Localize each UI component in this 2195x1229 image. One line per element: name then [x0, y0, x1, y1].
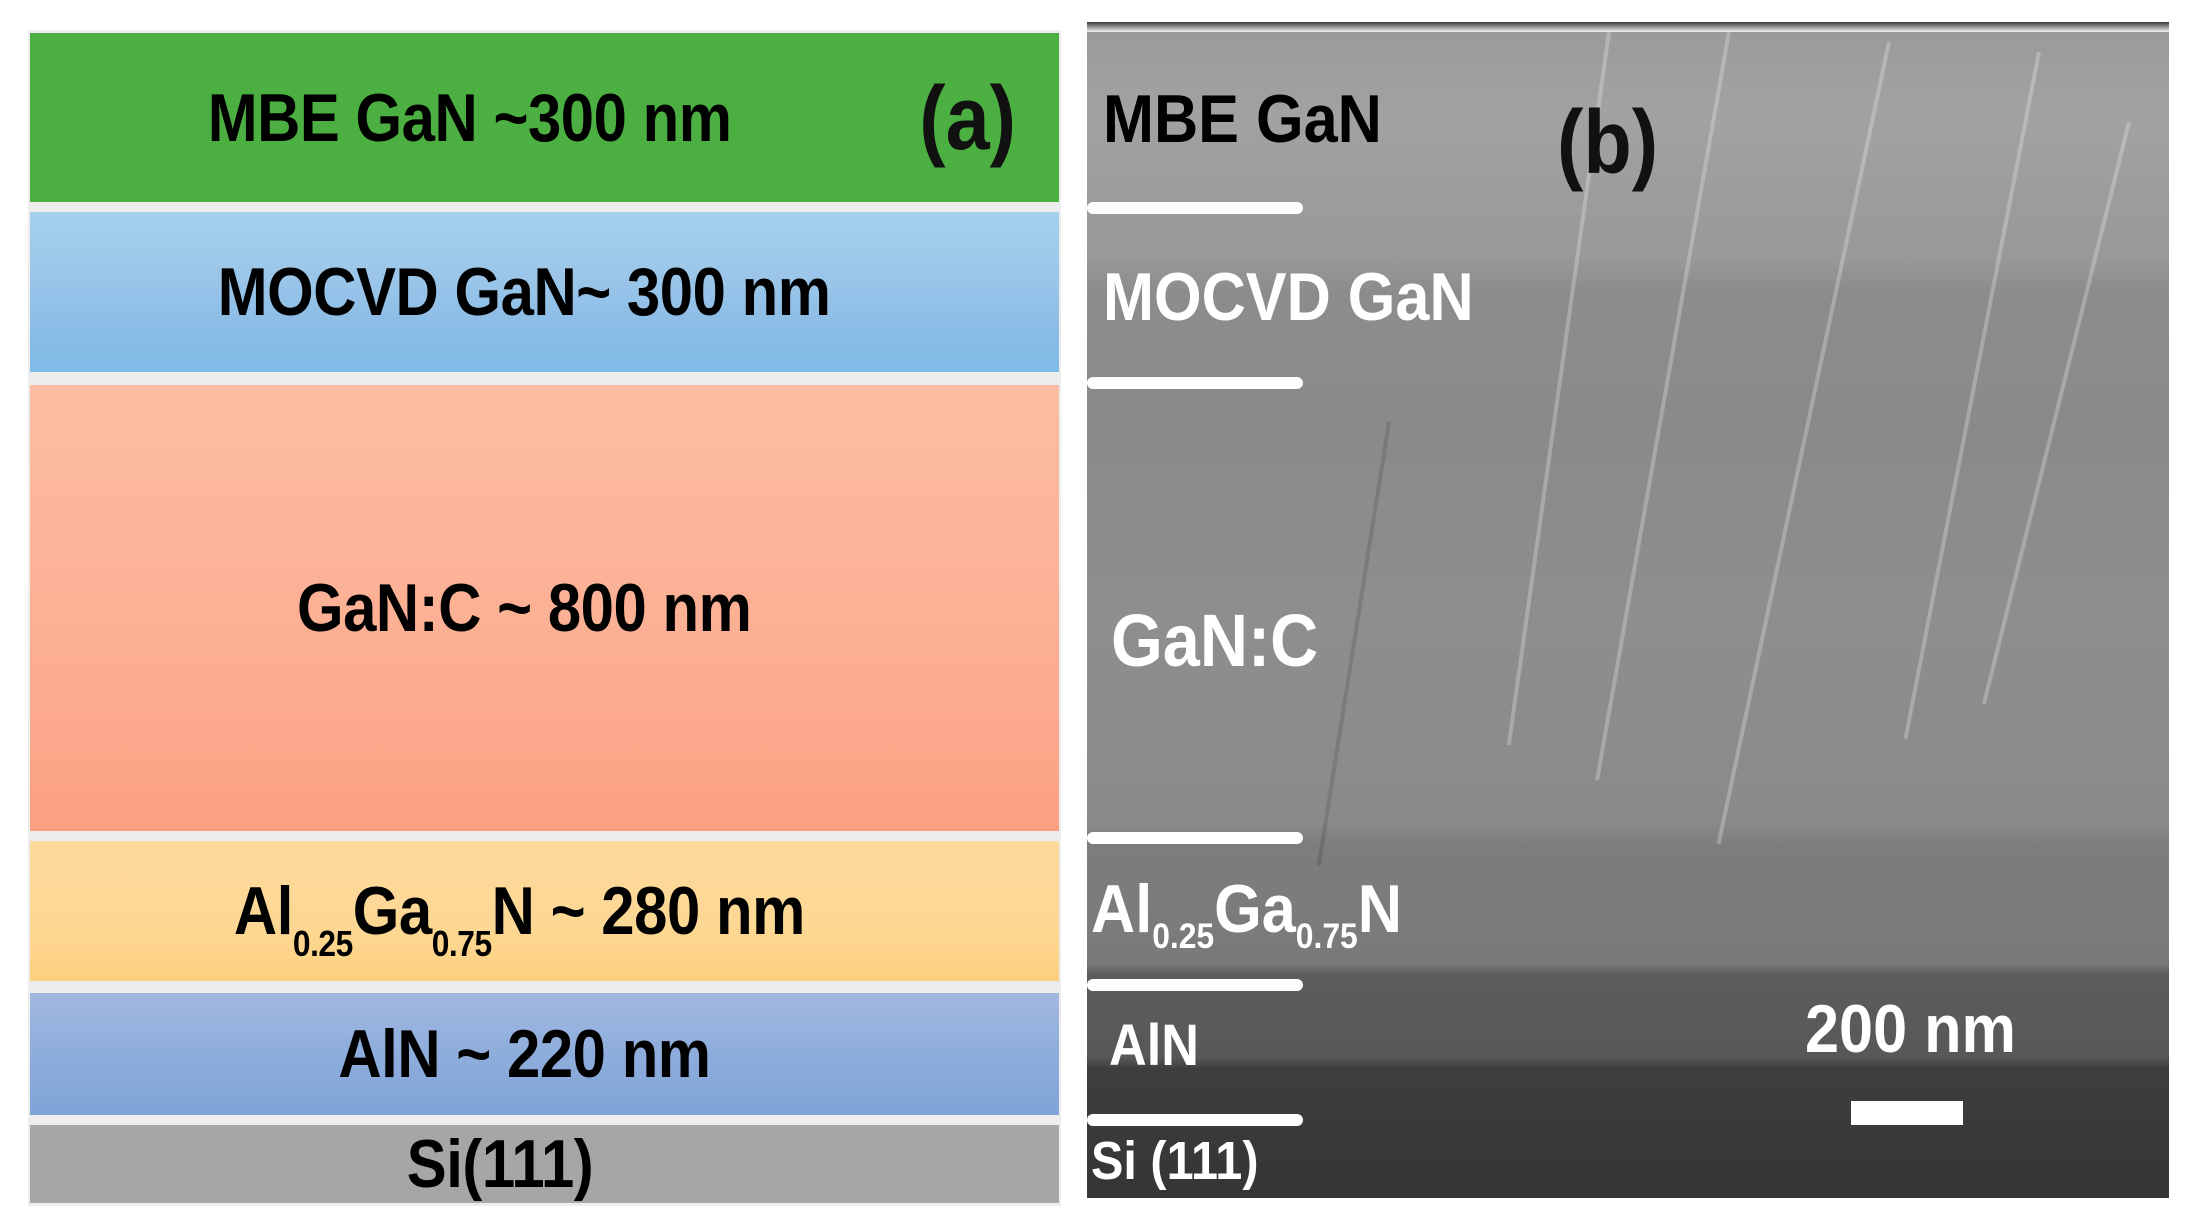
- tag-si: Si (111): [1091, 1131, 1259, 1191]
- layer-mocvd-gan: MOCVD GaN~ 300 nm: [30, 212, 1059, 372]
- tag-gan-c: GaN:C: [1111, 599, 1319, 682]
- layer-label: MOCVD GaN~ 300 nm: [218, 254, 831, 330]
- tag-algan: Al0.25Ga0.75N: [1091, 871, 1402, 956]
- layer-aln: AlN ~ 220 nm: [30, 993, 1059, 1115]
- layer-label: GaN:C ~ 800 nm: [297, 570, 752, 646]
- layer-label: Al0.25Ga0.75N ~ 280 nm: [234, 873, 805, 964]
- scale-bar: [1851, 1101, 1963, 1125]
- tag-mbe-gan: MBE GaN: [1103, 81, 1382, 157]
- dislocation-streak: [1316, 421, 1391, 867]
- tag-mocvd-gan: MOCVD GaN: [1103, 259, 1474, 335]
- interface-marker: [1087, 1114, 1303, 1126]
- layer-stack-schematic: MBE GaN ~300 nm (a) MOCVD GaN~ 300 nm Ga…: [28, 30, 1061, 1206]
- scale-bar-label: 200 nm: [1805, 991, 2016, 1067]
- layer-label: Si(111): [406, 1126, 593, 1202]
- layer-mbe-gan: MBE GaN ~300 nm: [30, 33, 1059, 202]
- tag-aln: AlN: [1109, 1013, 1199, 1078]
- interface-marker: [1087, 202, 1303, 214]
- panel-label-a: (a): [919, 69, 1016, 169]
- layer-label: MBE GaN ~300 nm: [207, 79, 732, 156]
- layer-si-substrate: Si(111): [30, 1125, 1059, 1203]
- interface-marker: [1087, 979, 1303, 991]
- panel-label-b: (b): [1557, 93, 1659, 193]
- interface-marker: [1087, 832, 1303, 844]
- layer-gan-c: GaN:C ~ 800 nm: [30, 385, 1059, 831]
- layer-label: AlN ~ 220 nm: [338, 1016, 711, 1092]
- layer-algan: Al0.25Ga0.75N ~ 280 nm: [30, 841, 1059, 981]
- surface-edge: [1087, 22, 2169, 32]
- dislocation-streak: [1903, 51, 2041, 740]
- interface-marker: [1087, 377, 1303, 389]
- dislocation-streak: [1716, 41, 1891, 845]
- sem-cross-section-image: MBE GaN (b) MOCVD GaN GaN:C Al0.25Ga0.75…: [1087, 22, 2169, 1198]
- dislocation-streak: [1981, 121, 2131, 705]
